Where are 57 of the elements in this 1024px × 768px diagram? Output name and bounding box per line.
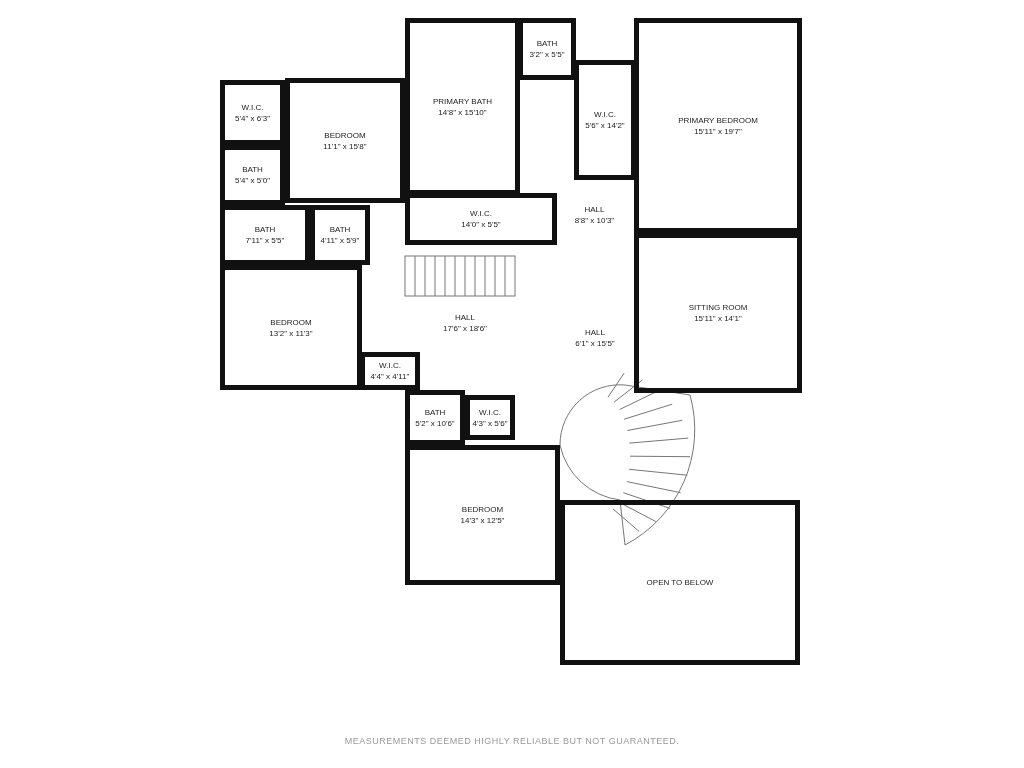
room-name: W.I.C. <box>379 360 401 371</box>
room-dimensions: 11'1" x 15'8" <box>323 140 367 152</box>
room-dimensions: 8'8" x 10'3" <box>574 215 615 226</box>
room-name: BATH <box>424 406 446 418</box>
room-outline <box>405 390 465 445</box>
room-dimensions: 4'3" x 5'6" <box>472 417 508 429</box>
room-dimensions: 13'2" x 11'3" <box>269 327 313 339</box>
room-outline <box>405 193 557 245</box>
footer-note: MEASUREMENTS DEEMED HIGHLY RELIABLE BUT NOT GUARANTEED. <box>343 736 681 746</box>
room-name: PRIMARY BATH <box>432 95 493 107</box>
room-dimensions: 5'4" x 5'0" <box>235 175 270 186</box>
room-name: W.I.C. <box>241 101 264 113</box>
room-outline <box>285 78 405 203</box>
room-outline <box>574 60 636 180</box>
room-dimensions: 14'0" x 5'5" <box>461 219 501 230</box>
room-name: BATH <box>242 164 263 175</box>
room-dimensions: 5'4" x 6'3" <box>235 112 270 124</box>
room-name: HALL <box>455 311 475 323</box>
room-outline <box>465 395 515 440</box>
room-name: BEDROOM <box>270 316 312 328</box>
room-dimensions: 4'4" x 4'11" <box>370 371 410 382</box>
room-name: PRIMARY BEDROOM <box>678 114 758 126</box>
room-dimensions: 3'2" x 5'5" <box>529 49 565 60</box>
room-name: BATH <box>536 38 558 49</box>
room-name: HALL <box>584 204 605 215</box>
room-name: SITTING ROOM <box>688 302 748 313</box>
room-name: BATH <box>254 224 276 235</box>
room-outline <box>220 265 362 390</box>
room-outline <box>634 233 802 393</box>
room-name: W.I.C. <box>594 109 616 120</box>
room-outline <box>560 500 800 665</box>
room-dimensions: 6'1" x 15'5" <box>575 338 615 349</box>
room-name: W.I.C. <box>479 406 501 418</box>
room-dimensions: 17'6" x 18'6" <box>443 322 487 334</box>
room-outline <box>405 18 520 195</box>
room-outline <box>310 205 370 265</box>
room-dimensions: 4'11" x 5'9" <box>320 235 360 246</box>
room-name: OPEN TO BELOW <box>646 577 714 588</box>
room-name: BEDROOM <box>324 129 366 141</box>
room-outline <box>220 205 310 265</box>
room-name: W.I.C. <box>470 208 492 219</box>
room-dimensions: 15'11" x 19'7" <box>694 125 742 137</box>
room-outline <box>220 145 285 205</box>
room-dimensions: 14'8" x 15'10" <box>438 106 487 118</box>
room-name: BATH <box>329 224 351 235</box>
room-outline <box>518 18 576 80</box>
room-outline <box>360 352 420 390</box>
room-outline <box>220 80 285 145</box>
room-name: BEDROOM <box>461 504 504 515</box>
room-dimensions: 5'2" x 10'6" <box>415 417 455 429</box>
room-dimensions: 5'6" x 14'2" <box>585 120 625 131</box>
room-name: HALL <box>585 327 605 338</box>
room-outline <box>405 445 560 585</box>
room-dimensions: 14'3" x 12'5" <box>460 515 505 526</box>
room-dimensions: 7'11" x 5'5" <box>245 235 285 246</box>
room-outline <box>634 18 802 233</box>
room-dimensions: 15'11" x 14'1" <box>694 313 742 324</box>
